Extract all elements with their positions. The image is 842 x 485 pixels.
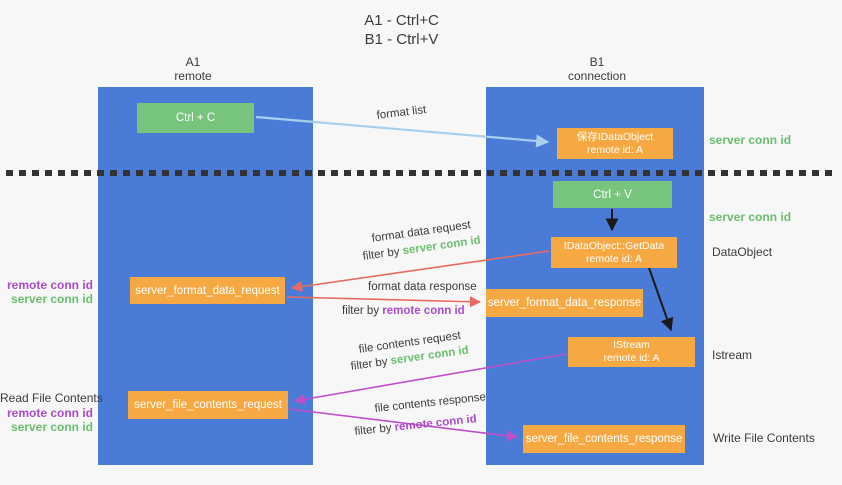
lane-header-b1: B1 connection: [537, 55, 657, 83]
title-line-1: A1 - Ctrl+C: [364, 12, 439, 29]
label-read-file-contents: Read File Contents: [0, 391, 103, 405]
lane-b1-role: connection: [567, 69, 627, 83]
node-server-format-data-response: server_format_data_response: [486, 289, 643, 317]
label-filter-by-remote-conn-1: filter by remote conn id: [342, 305, 465, 317]
label-istream-side: Istream: [712, 348, 753, 362]
lane-a1-name: A1: [185, 55, 201, 69]
label-format-data-response: format data response: [368, 281, 477, 293]
label-server-conn-id-left-1: server conn id: [10, 292, 93, 306]
node-server-file-contents-response: server_file_contents_response: [523, 425, 685, 453]
node-getdata-line1: IDataObject::GetData: [563, 239, 665, 252]
label-filter-by-remote-conn-2: filter by remote conn id: [354, 413, 477, 438]
label-remote-conn-id-left-2: remote conn id: [6, 406, 93, 420]
label-write-file-contents: Write File Contents: [713, 431, 815, 445]
node-server-file-contents-request: server_file_contents_request: [128, 391, 288, 419]
label-server-conn-id-left-2: server conn id: [10, 420, 93, 434]
lane-header-a1: A1 remote: [133, 55, 253, 83]
label-server-conn-id-right-2: server conn id: [709, 210, 792, 224]
filter-by-text: filter by: [350, 355, 392, 373]
node-server-format-data-request: server_format_data_request: [130, 277, 285, 304]
node-ctrl-v-label: Ctrl + V: [593, 188, 632, 201]
node-getdata-line2: remote id: A: [585, 252, 643, 265]
filter-by-text: filter by: [354, 421, 396, 438]
diagram-title: A1 - Ctrl+C B1 - Ctrl+V: [320, 11, 483, 49]
node-istream: IStream remote id: A: [568, 337, 695, 367]
node-istream-line2: remote id: A: [603, 352, 660, 364]
title-line-2: B1 - Ctrl+V: [364, 31, 439, 48]
lane-b1-name: B1: [589, 55, 605, 69]
node-save-idataobject-line2: remote id: A: [586, 143, 644, 156]
remote-conn-id-text: remote conn id: [394, 413, 478, 434]
label-remote-conn-id-left-1: remote conn id: [6, 278, 93, 292]
remote-conn-id-text: remote conn id: [382, 305, 465, 317]
node-format-request-label: server_format_data_request: [135, 284, 280, 297]
label-format-list: format list: [376, 103, 427, 122]
label-data-object: DataObject: [712, 245, 773, 259]
separator-dashed-line: [6, 170, 836, 176]
node-ctrl-v: Ctrl + V: [553, 181, 672, 208]
lane-a1-role: remote: [174, 69, 212, 83]
arrow-format-data-response: [286, 296, 482, 308]
filter-by-text: filter by: [362, 245, 404, 263]
node-format-response-label: server_format_data_response: [487, 297, 642, 309]
label-file-contents-response: file contents response: [374, 391, 487, 415]
node-save-idataobject-line1: 保存IDataObject: [576, 130, 654, 143]
node-idataobject-getdata: IDataObject::GetData remote id: A: [551, 237, 677, 268]
label-server-conn-id-right-1: server conn id: [709, 133, 792, 147]
node-save-idataobject: 保存IDataObject remote id: A: [557, 128, 673, 159]
node-istream-line1: IStream: [613, 339, 650, 351]
filter-by-text: filter by: [342, 305, 383, 317]
node-file-request-label: server_file_contents_request: [134, 399, 282, 411]
node-ctrl-c-label: Ctrl + C: [175, 112, 216, 124]
node-ctrl-c: Ctrl + C: [137, 103, 254, 133]
node-file-response-label: server_file_contents_response: [525, 433, 683, 445]
